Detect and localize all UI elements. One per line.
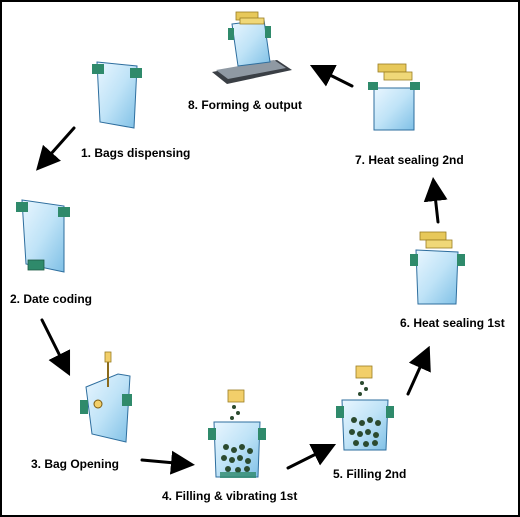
step-1-label: 1. Bags dispensing <box>81 146 191 160</box>
funnel-icon <box>227 389 245 403</box>
heat-sealer-icon <box>419 231 447 241</box>
product-pellets-icon <box>221 405 253 473</box>
step-1-illustration <box>92 61 142 129</box>
arrow-icon <box>423 177 448 224</box>
step-7-illustration <box>368 63 420 131</box>
bag-icon <box>373 87 415 131</box>
bag-icon <box>21 199 65 273</box>
clamp-icon <box>208 428 216 440</box>
bag-icon <box>96 61 138 129</box>
arrow-icon <box>140 450 195 475</box>
step-4-illustration <box>208 389 266 478</box>
step-8-illustration <box>212 11 292 84</box>
clamp-icon <box>92 64 104 74</box>
date-stamp-icon <box>27 259 45 271</box>
step-7-label: 7. Heat sealing 2nd <box>355 153 464 167</box>
clamp-icon <box>228 28 234 40</box>
clamp-icon <box>368 82 378 90</box>
clamp-icon <box>16 202 28 212</box>
step-8-label: 8. Forming & output <box>188 98 302 112</box>
step-6-label: 6. Heat sealing 1st <box>400 316 505 330</box>
bag-icon <box>231 19 271 67</box>
step-3-label: 3. Bag Opening <box>31 457 120 471</box>
step-2-illustration <box>16 199 70 273</box>
step-4-label: 4. Filling & vibrating 1st <box>162 489 298 503</box>
arrow-icon <box>36 126 76 171</box>
step-6-illustration <box>410 231 465 305</box>
arrow-icon <box>309 64 354 88</box>
arrow-icon <box>40 318 71 377</box>
arrow-icon <box>406 345 431 396</box>
clamp-icon <box>336 406 344 418</box>
bag-icon <box>415 249 459 305</box>
step-5-illustration <box>336 365 394 451</box>
arrow-icon <box>286 443 337 470</box>
step-5-label: 5. Filling 2nd <box>333 467 407 481</box>
funnel-icon <box>355 365 373 379</box>
heat-sealer-icon <box>377 63 407 73</box>
bag-icon <box>85 373 131 443</box>
clamp-icon <box>80 400 88 414</box>
clamp-icon <box>410 254 418 266</box>
step-2-label: 2. Date coding <box>10 292 93 306</box>
product-pellets-icon <box>349 381 381 447</box>
step-3-illustration <box>80 351 132 443</box>
